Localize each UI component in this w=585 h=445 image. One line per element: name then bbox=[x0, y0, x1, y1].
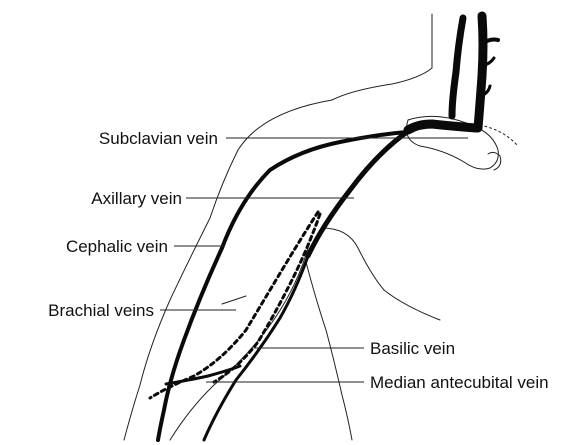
clavicle-end bbox=[488, 152, 501, 170]
internal-jugular-vein bbox=[478, 16, 483, 128]
forearm-line bbox=[306, 262, 352, 440]
neck-outline bbox=[332, 14, 432, 100]
inner-arm-outline bbox=[170, 248, 308, 440]
chest-outline bbox=[322, 228, 440, 320]
cephalic-vein-label: Cephalic vein bbox=[66, 237, 168, 256]
elbow-crease bbox=[222, 296, 246, 304]
brachial-vein-2 bbox=[214, 214, 320, 382]
brachial-veins-label: Brachial veins bbox=[48, 301, 154, 320]
basilic-vein-label: Basilic vein bbox=[370, 339, 455, 358]
jugular-veins bbox=[452, 16, 498, 128]
cephalic-vein bbox=[158, 132, 408, 440]
axillary-vein-label: Axillary vein bbox=[91, 189, 182, 208]
labels: Subclavian vein Axillary vein Cephalic v… bbox=[48, 129, 548, 392]
median-antecubital-vein-label: Median antecubital vein bbox=[370, 373, 549, 392]
external-jugular-vein bbox=[452, 18, 463, 116]
veins bbox=[150, 124, 476, 440]
axillary-vein bbox=[308, 130, 410, 256]
jugular-branch-1 bbox=[482, 40, 498, 45]
subclavian-vein-label: Subclavian vein bbox=[99, 129, 218, 148]
subclavian-vein bbox=[408, 124, 476, 130]
